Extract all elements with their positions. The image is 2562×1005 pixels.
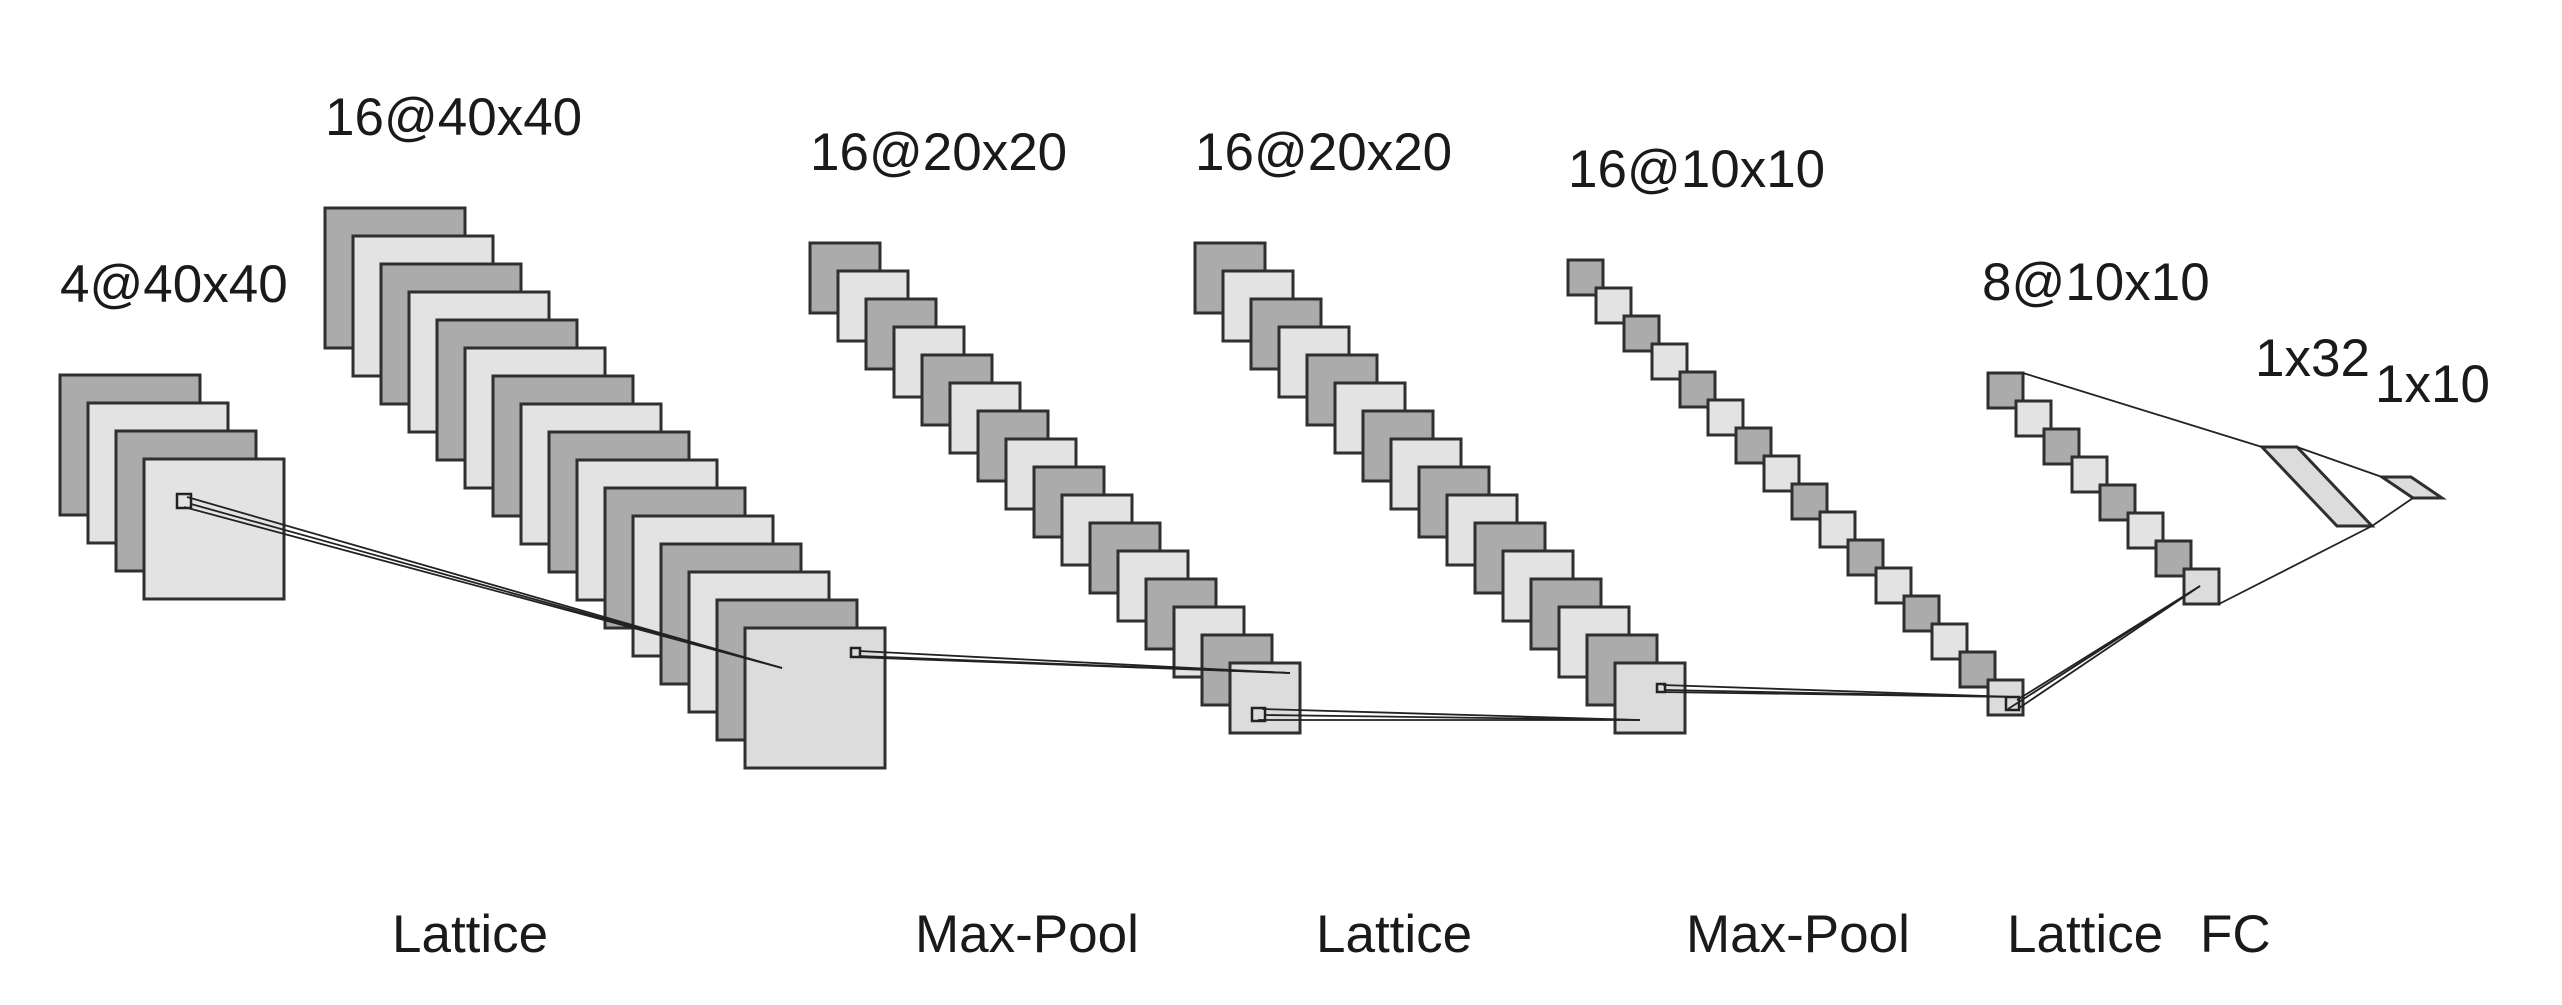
connection-line (2218, 525, 2373, 605)
connection-line (2022, 372, 2263, 448)
feature-map (2182, 567, 2221, 606)
fc1-layer (2258, 445, 2376, 528)
operation-label: Lattice (392, 905, 548, 964)
feature-map (1930, 622, 1969, 661)
input-feature-maps (58, 373, 286, 601)
operation-label: Max-Pool (1686, 905, 1910, 964)
connection-line (2007, 585, 2201, 710)
connection-line (851, 656, 1291, 674)
layer-dim-label: 16@40x40 (325, 88, 582, 147)
conv2-feature-maps (1193, 241, 1687, 735)
layer-dim-label: 1x32 (2255, 329, 2370, 388)
layer-dim-label: 16@20x20 (810, 123, 1067, 182)
layer-dim-label: 8@10x10 (1982, 253, 2210, 312)
layer-dim-label: 16@10x10 (1568, 140, 1825, 199)
connection-line (2371, 497, 2414, 527)
fc2-layer (2377, 475, 2447, 500)
conv3-feature-maps (1986, 371, 2221, 606)
conv1-feature-maps (323, 206, 887, 770)
pool1-feature-maps (808, 241, 1302, 735)
connection-line (1261, 708, 1641, 721)
feature-map (2126, 511, 2165, 550)
connection-line (186, 496, 783, 669)
feature-map (1902, 594, 1941, 633)
feature-map (743, 626, 887, 770)
connection-line (183, 506, 783, 669)
connection-line (2296, 446, 2383, 478)
operation-label: Lattice (2007, 905, 2163, 964)
operation-label: FC (2200, 905, 2271, 964)
connection-lines (183, 372, 2414, 721)
operation-label: Max-Pool (915, 905, 1139, 964)
operation-label: Lattice (1316, 905, 1472, 964)
layer-dim-label: 4@40x40 (60, 255, 288, 314)
layer-dim-label: 1x10 (2375, 355, 2490, 414)
connection-line (1659, 691, 2016, 698)
feature-map (1228, 661, 1302, 735)
pool2-feature-maps (1566, 258, 2025, 717)
feature-map (1613, 661, 1687, 735)
layer-dim-label: 16@20x20 (1195, 123, 1452, 182)
receptive-field (175, 492, 193, 510)
